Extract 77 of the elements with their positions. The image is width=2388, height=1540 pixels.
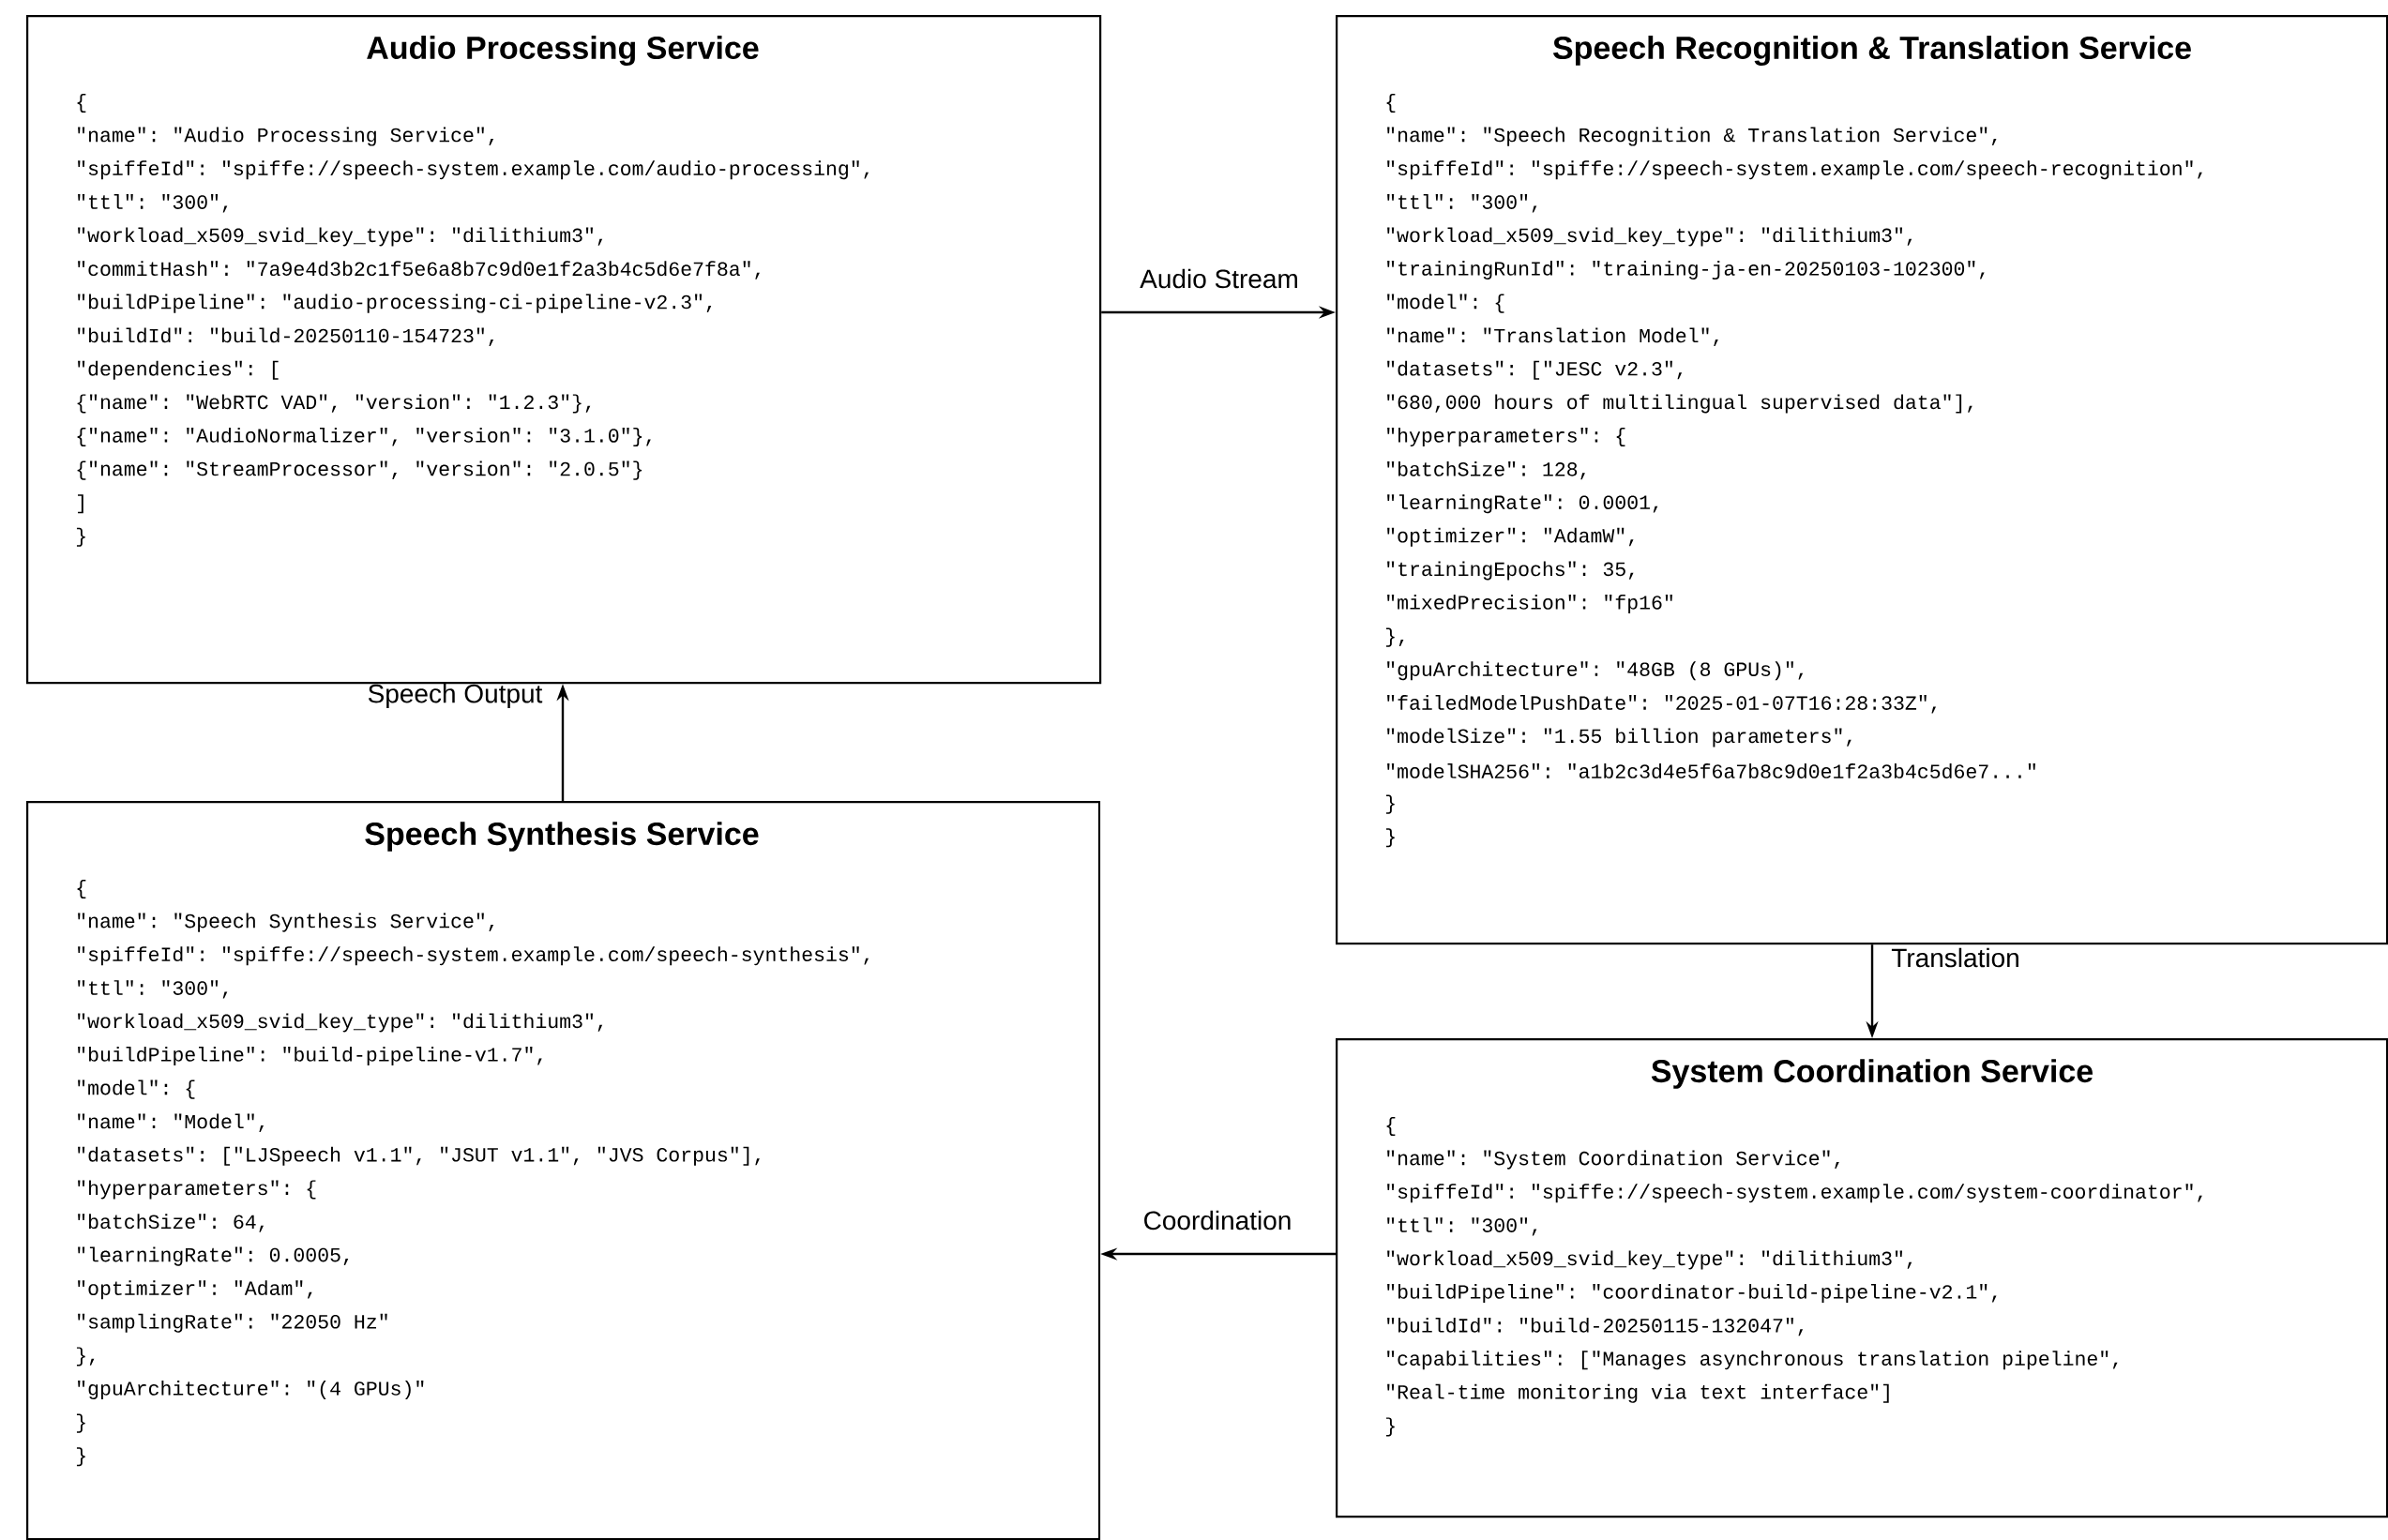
- code-line: }: [1385, 1417, 1395, 1437]
- code-line: "spiffeId": "spiffe://speech-system.example.com/system-coordinator",: [1387, 1184, 2202, 1203]
- code-line: "model": {: [78, 1080, 195, 1099]
- code-line: "ttl": "300",: [78, 194, 228, 213]
- code-line: "name": "Audio Processing Service",: [78, 127, 494, 146]
- code-line: }: [76, 1413, 85, 1433]
- code-line: }: [76, 527, 85, 547]
- code-line: {: [77, 880, 86, 899]
- code-line: "ttl": "300",: [1387, 1217, 1537, 1236]
- code-line: "spiffeId": "spiffe://speech-system.example.com/audio-processing",: [78, 160, 869, 180]
- code-line: },: [1385, 627, 1404, 647]
- code-line: {: [1386, 94, 1396, 113]
- edge-label: Speech Output: [368, 683, 543, 709]
- code-line: "name": "Translation Model",: [1387, 327, 1718, 346]
- code-line: },: [76, 1347, 95, 1366]
- code-line: "buildPipeline": "coordinator-build-pipeline-v2.1",: [1387, 1284, 1997, 1304]
- code-line: "samplingRate": "22050 Hz": [78, 1313, 387, 1333]
- box-title: Speech Synthesis Service: [365, 822, 759, 852]
- code-line: "680,000 hours of multilingual supervised data"],: [1387, 394, 1972, 414]
- code-line: "gpuArchitecture": "48GB (8 GPUs)",: [1387, 661, 1804, 681]
- code-line: "buildId": "build-20250110-154723",: [78, 327, 494, 346]
- code-line: "buildPipeline": "build-pipeline-v1.7",: [78, 1047, 542, 1066]
- code-line: {"name": "AudioNormalizer", "version": "3.1.0"},: [77, 428, 651, 447]
- code-line: "trainingRunId": "training-ja-en-20250103-102300",: [1387, 261, 1985, 280]
- code-line: "hyperparameters": {: [1387, 428, 1625, 447]
- edge-label: Coordination: [1144, 1210, 1291, 1230]
- code-line: "capabilities": ["Manages asynchronous translation pipeline",: [1387, 1351, 2118, 1370]
- code-line: "commitHash": "7a9e4d3b2c1f5e6a8b7c9d0e1f2a3b4c5d6e7f8a",: [78, 261, 760, 279]
- edge-label: Audio Stream: [1140, 268, 1297, 289]
- code-line: "ttl": "300",: [1387, 194, 1537, 213]
- code-line: {"name": "StreamProcessor", "version": "2.0.5"}: [77, 460, 642, 480]
- service-box: [1336, 15, 2388, 945]
- code-line: "learningRate": 0.0001,: [1387, 494, 1658, 514]
- code-line: {: [77, 94, 86, 113]
- code-line: "buildPipeline": "audio-processing-ci-pipeline-v2.3",: [78, 294, 712, 313]
- code-line: }: [1385, 828, 1395, 848]
- box-title: Speech Recognition & Translation Service: [1552, 36, 2191, 66]
- code-line: "dependencies": [: [78, 360, 279, 380]
- code-line: ]: [78, 494, 83, 514]
- code-line: "buildId": "build-20250115-132047",: [1387, 1317, 1804, 1336]
- code-line: "mixedPrecision": "fp16": [1387, 595, 1672, 614]
- edge-label: Translation: [1891, 947, 2018, 968]
- code-line: "learningRate": 0.0005,: [78, 1246, 349, 1266]
- code-line: "modelSHA256": "a1b2c3d4e5f6a7b8c9d0e1f2a3b4c5d6e7...": [1387, 763, 2035, 778]
- code-line: "workload_x509_svid_key_type": "dilithium3",: [78, 227, 603, 247]
- code-line: "workload_x509_svid_key_type": "dilithium3",: [78, 1013, 603, 1033]
- code-line: "batchSize": 128,: [1387, 460, 1585, 480]
- code-line: "datasets": ["JESC v2.3",: [1387, 360, 1683, 380]
- code-line: "Real-time monitoring via text interface"]: [1387, 1383, 1889, 1403]
- code-line: "spiffeId": "spiffe://speech-system.example.com/speech-recognition",: [1387, 160, 2202, 180]
- code-line: "name": "Model",: [78, 1113, 264, 1132]
- code-line: "workload_x509_svid_key_type": "dilithium3",: [1387, 1250, 1912, 1270]
- code-line: "name": "System Coordination Service",: [1387, 1150, 1839, 1170]
- code-line: "hyperparameters": {: [78, 1180, 316, 1200]
- box-title: System Coordination Service: [1651, 1059, 2093, 1089]
- code-line: {: [1386, 1117, 1396, 1137]
- code-line: "workload_x509_svid_key_type": "dilithium3",: [1387, 227, 1912, 247]
- code-line: "trainingEpochs": 35,: [1387, 561, 1634, 581]
- code-line: "name": "Speech Recognition & Translation Service",: [1387, 127, 1997, 146]
- code-line: }: [1385, 794, 1395, 814]
- code-line: "ttl": "300",: [78, 980, 228, 999]
- code-line: "failedModelPushDate": "2025-01-07T16:28:33Z",: [1387, 695, 1936, 714]
- code-line: "datasets": ["LJSpeech v1.1", "JSUT v1.1", "JVS Corpus"],: [78, 1146, 760, 1166]
- code-line: "name": "Speech Synthesis Service",: [78, 913, 494, 932]
- code-line: "optimizer": "Adam",: [78, 1280, 312, 1300]
- code-line: "modelSize": "1.55 billion parameters",: [1387, 728, 1851, 747]
- code-line: "model": {: [1387, 294, 1504, 313]
- box-title: Audio Processing Service: [367, 36, 759, 66]
- service-box: [26, 15, 1102, 685]
- code-line: "batchSize": 64,: [78, 1214, 264, 1232]
- service-box: [26, 801, 1101, 1540]
- code-line: {"name": "WebRTC VAD", "version": "1.2.3"},: [77, 394, 591, 414]
- code-line: }: [76, 1447, 85, 1467]
- service-box: [1336, 1038, 2388, 1518]
- code-line: "gpuArchitecture": "(4 GPUs)": [78, 1381, 424, 1400]
- code-line: "spiffeId": "spiffe://speech-system.example.com/speech-synthesis",: [78, 946, 869, 966]
- code-line: "optimizer": "AdamW",: [1387, 527, 1634, 547]
